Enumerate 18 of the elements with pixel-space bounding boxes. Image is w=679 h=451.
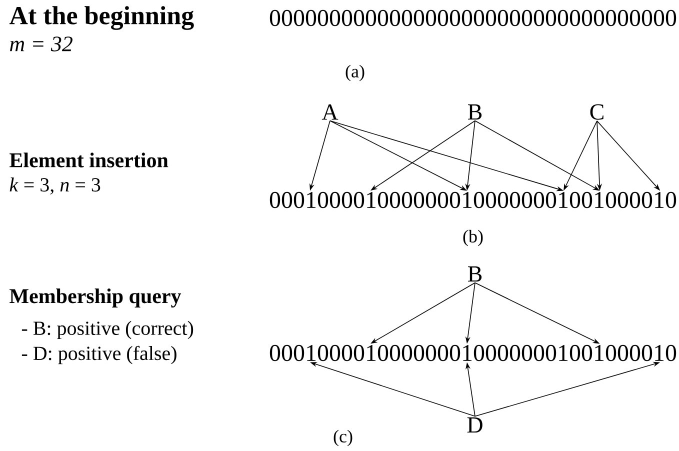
panel-label: (a) (346, 64, 364, 82)
note-text: - D: positive (false) (22, 346, 176, 364)
element-letter: C (590, 104, 604, 120)
heading: Element insertion (10, 152, 168, 168)
bit-array: 0000000000000000000000000000000000 (270, 10, 676, 26)
parameter-text: m = 32 (10, 36, 72, 52)
heading: Membership query (10, 288, 182, 308)
bit-array: 0001000010000000100000001001000010 (270, 344, 676, 362)
panel-label: (b) (463, 230, 483, 246)
element-letter: B (468, 104, 482, 120)
note-text: - B: positive (correct) (22, 320, 194, 340)
panel-label: (c) (334, 430, 352, 446)
element-letter: B (468, 266, 482, 282)
bit-array: 0001000010000000100000001001000010 (270, 192, 676, 208)
element-letter: D (467, 417, 482, 433)
element-letter: A (322, 104, 338, 120)
heading: At the beginning (9, 6, 194, 30)
note-text: k = 3, n = 3 (10, 178, 100, 194)
